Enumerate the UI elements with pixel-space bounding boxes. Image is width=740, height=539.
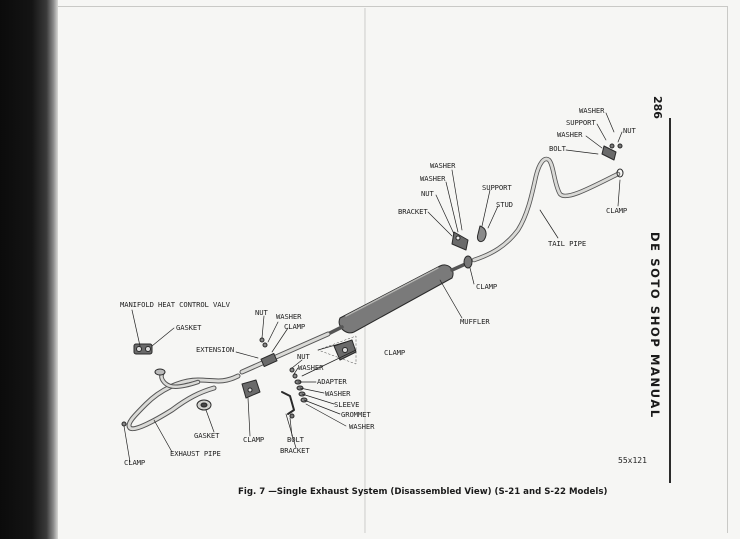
label-nut-top: NUT xyxy=(623,126,636,135)
label-exhaust-pipe: EXHAUST PIPE xyxy=(170,449,221,458)
label-gasket-top: GASKET xyxy=(176,323,202,332)
label-support-top: SUPPORT xyxy=(566,118,596,127)
label-adapter: ADAPTER xyxy=(317,377,347,386)
label-bracket-mid: BRACKET xyxy=(398,207,428,216)
page-number: 286 xyxy=(651,96,664,119)
label-clamp-bottom: CLAMP xyxy=(124,458,146,467)
leader-lines xyxy=(123,112,623,463)
label-clamp-ext: CLAMP xyxy=(284,322,306,331)
tail-pipe-end xyxy=(616,168,624,178)
label-washer-lower: WASHER xyxy=(298,363,324,372)
label-washer-mid1: WASHER xyxy=(430,161,456,170)
label-clamp-lower-right: CLAMP xyxy=(384,348,406,357)
label-washer-top2: WASHER xyxy=(557,130,583,139)
tail-support-assembly xyxy=(601,143,623,161)
running-title: DE SOTO SHOP MANUAL xyxy=(648,232,662,419)
label-grommet: GROMMET xyxy=(341,410,371,419)
figure-caption: Fig. 7 —Single Exhaust System (Disassemb… xyxy=(238,487,608,497)
label-nut-mid: NUT xyxy=(421,189,434,198)
page-margin-rule xyxy=(669,118,671,483)
lower-clamp-right xyxy=(333,339,357,361)
label-nut-ext: NUT xyxy=(255,308,268,317)
label-stud-mid: STUD xyxy=(496,200,513,209)
label-clamp-lower: CLAMP xyxy=(243,435,265,444)
page-edge-top xyxy=(58,6,728,7)
page-edge-right xyxy=(727,6,728,533)
label-sleeve: SLEEVE xyxy=(334,400,360,409)
figure-number: 55x121 xyxy=(618,456,647,465)
label-manifold-valve: MANIFOLD HEAT CONTROL VALV xyxy=(120,300,230,309)
label-clamp-mid: CLAMP xyxy=(476,282,498,291)
mid-bracket-assembly xyxy=(451,225,487,269)
label-washer-ext: WASHER xyxy=(276,312,302,321)
label-bracket-lower: BRACKET xyxy=(280,446,310,455)
label-gasket-lower: GASKET xyxy=(194,431,220,440)
label-washer-lower3: WASHER xyxy=(349,422,375,431)
binding-shadow xyxy=(0,0,58,539)
label-extension: EXTENSION xyxy=(196,345,235,354)
page-fold xyxy=(364,8,366,533)
label-nut-lower: NUT xyxy=(297,352,310,361)
label-bolt-lower: BOLT xyxy=(287,435,304,444)
label-tail-pipe: TAIL PIPE xyxy=(548,239,587,248)
label-washer-mid2: WASHER xyxy=(420,174,446,183)
label-washer-lower2: WASHER xyxy=(325,389,351,398)
label-washer-top: WASHER xyxy=(579,106,605,115)
lower-bracket xyxy=(281,391,295,419)
lower-clamp-left xyxy=(241,379,261,399)
manifold-heat-control-valve xyxy=(133,343,153,355)
label-bolt-top: BOLT xyxy=(549,144,566,153)
hardware-stack xyxy=(259,337,308,403)
label-support-mid: SUPPORT xyxy=(482,183,512,192)
tail-pipe xyxy=(471,156,621,263)
muffler xyxy=(326,260,472,336)
label-clamp-tail: CLAMP xyxy=(606,206,628,215)
label-muffler: MUFFLER xyxy=(460,317,490,326)
